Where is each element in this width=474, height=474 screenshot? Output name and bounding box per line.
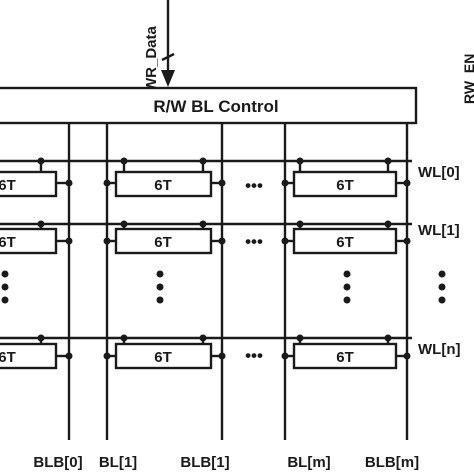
- cell-label: 6T: [154, 349, 172, 366]
- wordline-label-1: WL[1]: [418, 222, 460, 239]
- row-ellipsis: [1, 270, 446, 304]
- bitline-label-2: BLB[1]: [180, 454, 229, 471]
- cell-box: [292, 170, 398, 198]
- bitline-label-3: BL[m]: [287, 454, 330, 471]
- cell-label: 6T: [154, 234, 172, 251]
- cell-box: [0, 227, 58, 255]
- column-ellipsis: •••: [245, 176, 263, 195]
- bitline-label-1: BL[1]: [99, 454, 137, 471]
- cell-label: 6T: [154, 177, 172, 194]
- rw-bl-control-label: R/W BL Control: [153, 97, 278, 116]
- cell-box: [114, 170, 213, 198]
- column-ellipsis: •••: [245, 346, 263, 365]
- bitline-label-4: BLB[m]: [365, 454, 419, 471]
- cell-row-n: 6T 6T 6T •••: [0, 334, 411, 370]
- bitlines: [67, 123, 409, 440]
- cell-box: [114, 227, 213, 255]
- wr-data-label: WR_Data: [143, 25, 160, 92]
- cell-label: 6T: [0, 177, 16, 194]
- cell-box: [0, 342, 58, 370]
- cell-box: [292, 342, 398, 370]
- cell-label: 6T: [336, 349, 354, 366]
- cell-label: 6T: [336, 177, 354, 194]
- bus-slash: [161, 52, 175, 62]
- wordline-label-n: WL[n]: [418, 341, 460, 358]
- cell-box: [292, 227, 398, 255]
- cell-box: [0, 170, 58, 198]
- cell-label: 6T: [336, 234, 354, 251]
- cell-label: 6T: [0, 349, 16, 366]
- cell-row-1: 6T 6T 6T •••: [0, 220, 411, 255]
- cell-row-0: 6T 6T 6T •••: [0, 157, 411, 198]
- rw-bl-control-block: R/W BL Control: [0, 86, 418, 125]
- wr-data-input: WR_Data: [143, 0, 175, 92]
- cell-label: 6T: [0, 234, 16, 251]
- rw-en-label: RW_EN: [461, 54, 474, 104]
- cell-box: [114, 342, 213, 370]
- wordline-label-0: WL[0]: [418, 164, 460, 181]
- column-ellipsis: •••: [245, 232, 263, 251]
- bitline-label-0: BLB[0]: [33, 454, 82, 471]
- rw-bl-control-box: [0, 86, 418, 125]
- wr-data-arrow: [161, 70, 175, 87]
